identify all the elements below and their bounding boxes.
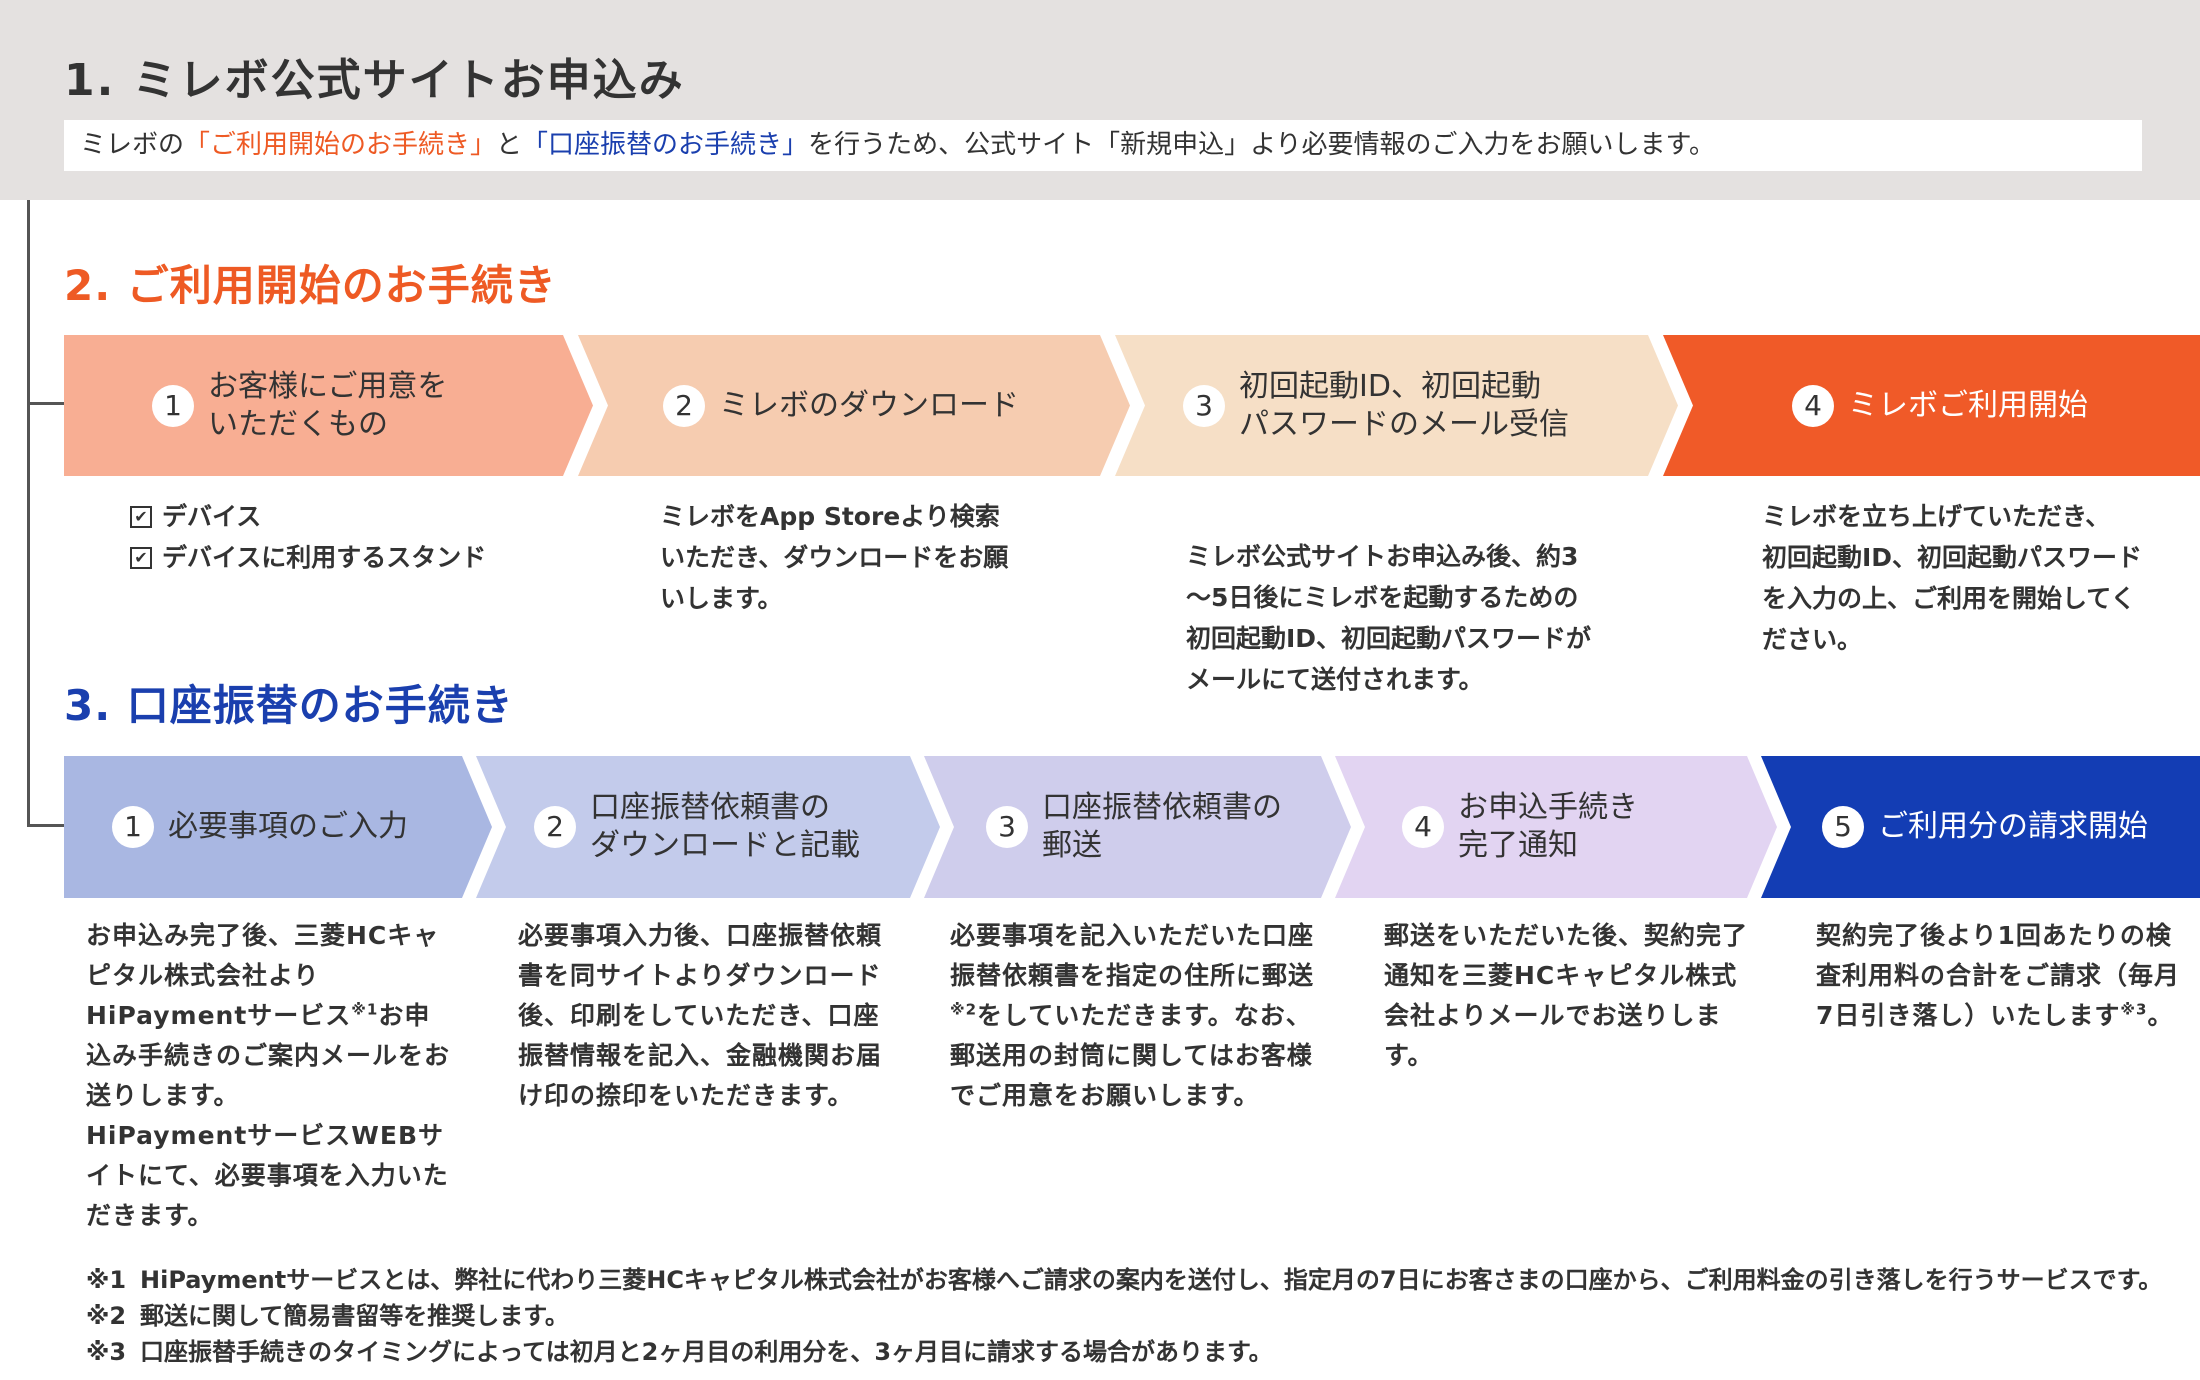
- intro-prefix: ミレボの: [80, 130, 185, 160]
- section2-step2: 2 ミレボのダウンロード: [663, 335, 1019, 476]
- step-label: お客様にご用意をいただくもの: [208, 368, 448, 442]
- intro-highlight-start-procedure: 「ご利用開始のお手続き」: [184, 130, 497, 160]
- section3-step2-chevron: [476, 756, 940, 898]
- step-number-badge: 1: [152, 384, 194, 427]
- checkbox-checked-icon: ✔: [130, 505, 152, 528]
- checklist-item: ✔ デバイス: [130, 496, 486, 537]
- section3-step5-description: 契約完了後より1回あたりの検査利用料の合計をご請求（毎月7日引き落し）いたします…: [1816, 921, 2181, 1030]
- checklist-item: ✔ デバイスに利用するスタンド: [130, 537, 486, 578]
- section3-step4-chevron: [1335, 756, 1777, 898]
- section2-step1-checklist: ✔ デバイス ✔ デバイスに利用するスタンド: [130, 496, 486, 578]
- section2-title: 2. ご利用開始のお手続き: [64, 261, 557, 310]
- section2-step1: 1 お客様にご用意をいただくもの: [152, 335, 447, 476]
- section3-step3: 3 口座振替依頼書の郵送: [986, 756, 1282, 898]
- section3-chevron-shapes: [64, 756, 2200, 898]
- section3-step2: 2 口座振替依頼書のダウンロードと記載: [534, 756, 860, 898]
- tree-connector-branch-section2: [27, 402, 65, 405]
- section3-step5-chevron: [1761, 756, 2200, 898]
- section2-step-flow: 1 お客様にご用意をいただくもの 2 ミレボのダウンロード 3 初回起動ID、初…: [0, 335, 2200, 476]
- section2-chevron-shapes: [64, 335, 2200, 476]
- intro-middle: と: [496, 130, 523, 160]
- step-number-badge: 4: [1402, 806, 1444, 848]
- intro-highlight-bank-transfer: 「口座振替のお手続き」: [522, 130, 809, 160]
- section2-step4-chevron: [1663, 335, 2200, 476]
- section3-step1: 1 必要事項のご入力: [112, 756, 408, 898]
- step-label: 必要事項のご入力: [168, 809, 408, 844]
- step-label: ミレボご利用開始: [1848, 387, 2088, 423]
- section2-step2-chevron: [578, 335, 1130, 476]
- section3-step-flow: 1 必要事項のご入力 2 口座振替依頼書のダウンロードと記載 3 口座振替依頼書…: [0, 756, 2200, 898]
- section3-step4: 4 お申込手続き完了通知: [1402, 756, 1638, 898]
- section1-title: 1. ミレボ公式サイトお申込み: [64, 55, 685, 106]
- section2-step2-description: ミレボをApp Storeより検索 いただき、ダウンロードをお願 いします。: [660, 502, 1009, 613]
- step-number-badge: 2: [534, 806, 576, 848]
- section3-step1-description: お申込み完了後、三菱HCキャピタル株式会社よりHiPaymentサービス※1お申…: [86, 921, 451, 1230]
- section2-step1-chevron: [64, 335, 593, 476]
- step-number-badge: 2: [663, 384, 705, 427]
- intro-suffix: を行うため、公式サイト「新規申込」より必要情報のご入力をお願いします。: [808, 130, 1715, 160]
- section3-step3-description: 必要事項を記入いただいた口座振替依頼書を指定の住所に郵送※2をしていただきます。…: [950, 921, 1315, 1110]
- section2-step4-description: ミレボを立ち上げていただき、 初回起動ID、初回起動パスワード を入力の上、ご利…: [1762, 502, 2143, 654]
- step-label: ミレボのダウンロード: [719, 387, 1019, 423]
- step-number-badge: 1: [112, 806, 154, 848]
- step-label: 口座振替依頼書の郵送: [1042, 790, 1282, 863]
- section3-step1-chevron: [64, 756, 492, 898]
- section3-step5: 5 ご利用分の請求開始: [1822, 756, 2148, 898]
- section3-step2-description: 必要事項入力後、口座振替依頼書を同サイトよりダウンロード後、印刷をしていただき、…: [518, 921, 883, 1110]
- section2-step4: 4 ミレボご利用開始: [1792, 335, 2088, 476]
- step-number-badge: 5: [1822, 806, 1864, 848]
- section3-title: 3. 口座振替のお手続き: [64, 681, 514, 730]
- footnote-ref-1: ※1: [351, 1000, 379, 1019]
- section2-step3: 3 初回起動ID、初回起動パスワードのメール受信: [1183, 335, 1569, 476]
- section3-step3-chevron: [924, 756, 1351, 898]
- intro-strip: ミレボの「ご利用開始のお手続き」と「口座振替のお手続き」を行うため、公式サイト「…: [64, 120, 2142, 171]
- checkbox-checked-icon: ✔: [130, 546, 152, 569]
- step-label: ご利用分の請求開始: [1878, 809, 2148, 844]
- section3-step4-description: 郵送をいただいた後、契約完了通知を三菱HCキャピタル株式会社よりメールでお送りし…: [1384, 921, 1749, 1070]
- step-number-badge: 4: [1792, 384, 1834, 427]
- footnote-ref-2: ※2: [950, 1000, 978, 1019]
- tree-connector-vertical: [27, 200, 30, 827]
- step-label: 口座振替依頼書のダウンロードと記載: [590, 790, 860, 863]
- section2-step3-chevron: [1115, 335, 1678, 476]
- section2-step3-description: ミレボ公式サイトお申込み後、約3 ～5日後にミレボを起動するための 初回起動ID…: [1186, 542, 1592, 694]
- footnote-ref-3: ※3: [2120, 1000, 2148, 1019]
- step-label: 初回起動ID、初回起動パスワードのメール受信: [1239, 368, 1569, 442]
- tree-connector-branch-section3: [27, 824, 65, 827]
- step-number-badge: 3: [986, 806, 1028, 848]
- step-number-badge: 3: [1183, 384, 1225, 427]
- step-label: お申込手続き完了通知: [1458, 790, 1638, 863]
